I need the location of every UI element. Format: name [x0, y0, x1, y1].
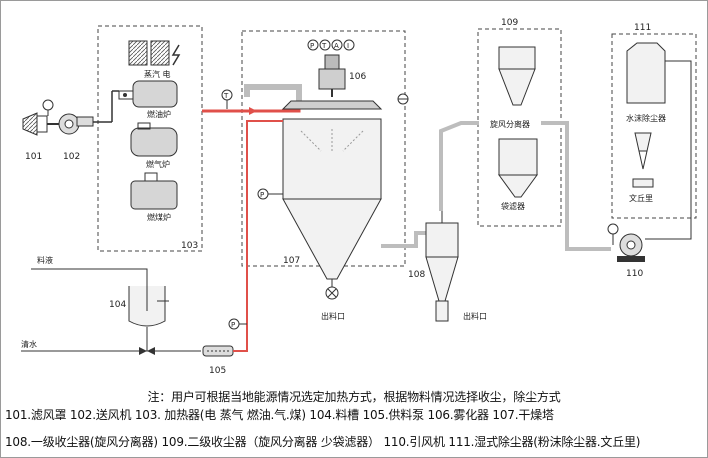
tower-pressure-gauge: P	[257, 188, 283, 200]
coal-furnace: 燃煤炉	[130, 172, 178, 222]
heater-group-box	[97, 25, 203, 252]
oil-furnace: 燃油炉	[118, 80, 178, 119]
feed-pipe	[31, 268, 148, 283]
filter-hood-101	[22, 112, 48, 136]
svg-text:T: T	[223, 92, 229, 100]
pump-to-atomizer-pipe	[233, 120, 283, 352]
legend-line-2: 108.一级收尘器(旋风分离器) 109.二级收尘器（旋风分离器 少袋滤器） 1…	[5, 435, 641, 449]
gas-furnace: 燃气炉	[130, 122, 178, 169]
label-111: 111	[634, 23, 651, 33]
pump-pressure-gauge: P	[228, 318, 247, 330]
venturi-label: 文丘里	[629, 193, 653, 203]
feed-pump-105	[202, 345, 234, 357]
water-dust-label: 水沫除尘器	[626, 113, 666, 123]
hot-air-duct	[244, 84, 302, 104]
label-101: 101	[25, 152, 42, 162]
cyclone-108: 出料口	[425, 211, 487, 322]
fan-to-scrubber-pipe	[645, 60, 692, 240]
atomizer-106: P T A I	[307, 39, 355, 97]
oil-furnace-label: 燃油炉	[147, 109, 171, 119]
cyclone-109-label: 旋风分离器	[490, 119, 530, 129]
svg-text:P: P	[231, 321, 235, 329]
label-102: 102	[63, 152, 80, 162]
coal-furnace-label: 燃煤炉	[147, 212, 171, 222]
label-104: 104	[109, 300, 126, 310]
svg-text:A: A	[334, 42, 339, 50]
label-107: 107	[283, 256, 300, 266]
wet-scrubber-111: 水沫除尘器 文丘里	[626, 42, 666, 203]
svg-text:I: I	[347, 42, 349, 50]
label-110: 110	[626, 269, 643, 279]
legend-line-1: 101.滤风罩 102.送风机 103. 加热器(电 蒸气 燃油.气.煤) 10…	[5, 408, 554, 422]
label-106: 106	[349, 72, 366, 82]
label-103: 103	[181, 241, 198, 251]
drying-tower-107: 出料口	[281, 100, 383, 321]
outlet-107-label: 出料口	[321, 311, 345, 321]
label-108: 108	[408, 270, 425, 280]
blower-102	[42, 99, 94, 135]
spray-dryer-process-diagram: 蒸汽 电 燃油炉 燃气炉 燃煤炉 T P T A I	[21, 18, 697, 376]
exhaust-fan-110	[607, 223, 645, 262]
label-105: 105	[209, 366, 226, 376]
caption-note: 注：用户可根据当地能源情况选定加热方式，根据物料情况选择收尘，除尘方式	[147, 390, 561, 404]
water-valve	[139, 347, 155, 355]
cyclone-108-to-109-pipe	[439, 121, 479, 211]
svg-text:P: P	[310, 42, 314, 50]
temperature-gauge-inlet: T	[221, 89, 233, 109]
scrubber-group-box	[611, 33, 697, 219]
svg-text:T: T	[321, 42, 327, 50]
hot-air-arrowhead	[249, 107, 257, 115]
svg-text:P: P	[260, 191, 264, 199]
electric-heater: 蒸汽 电	[128, 40, 181, 79]
gas-furnace-label: 燃气炉	[146, 159, 170, 169]
bag-filter: 袋滤器	[498, 138, 538, 211]
secondary-cyclone-109: 旋风分离器	[490, 46, 536, 129]
water-label: 清水	[21, 339, 37, 349]
material-tank-104	[128, 283, 169, 337]
tower-temp-gauge	[397, 93, 409, 105]
tower-to-cyclone-pipe	[381, 231, 426, 248]
label-109: 109	[501, 18, 518, 28]
feed-label: 料液	[37, 255, 53, 265]
steam-electric-label: 蒸汽 电	[144, 69, 171, 79]
outlet-108-label: 出料口	[463, 311, 487, 321]
collector-to-fan-pipe	[541, 121, 611, 251]
bag-filter-label: 袋滤器	[501, 201, 525, 211]
